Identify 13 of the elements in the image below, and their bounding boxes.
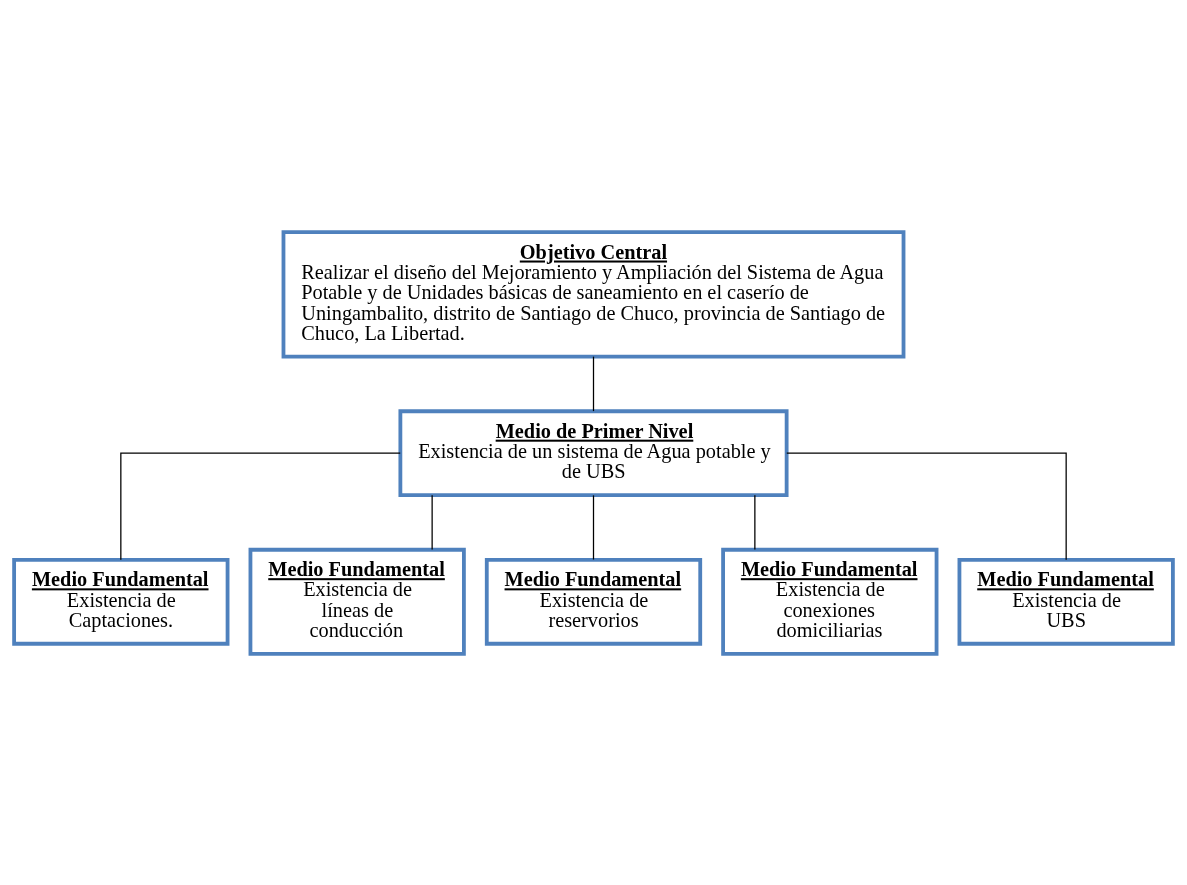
node-box: Medio Fundamental Existencia de reservorios <box>484 557 703 646</box>
node-box: Medio de Primer Nivel Existencia de un sistema de Agua potable y de UBS <box>398 408 789 497</box>
node-box: Objetivo Central Realizar el diseño del Mejoramiento y Ampliación del Sistema de Agua Potable y de Unidades básicas de saneamiento en el caserío de Uningambalito, distrito de Santiago de Chuco, provincia de Santiago de Chuco, La Libertad. <box>281 229 906 358</box>
connector <box>754 494 756 550</box>
node-box: Medio Fundamental Existencia de UBS <box>957 557 1175 646</box>
connector <box>120 452 401 560</box>
connector <box>592 355 595 412</box>
connector <box>431 494 433 550</box>
node-box: Medio Fundamental Existencia de conexiones domiciliarias <box>721 547 939 656</box>
node-box: Medio Fundamental Existencia de Captaciones. <box>12 557 230 646</box>
node-box: Medio Fundamental Existencia de líneas de conducción <box>248 547 466 656</box>
connector <box>592 494 595 560</box>
connector <box>786 452 1067 560</box>
